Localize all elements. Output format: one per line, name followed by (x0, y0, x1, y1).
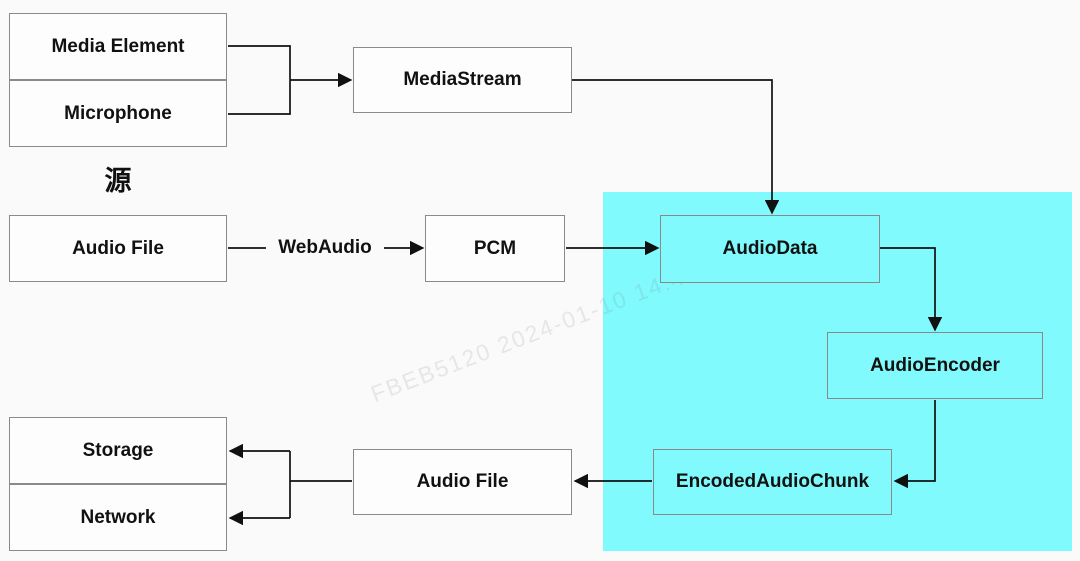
node-audiodata: AudioData (660, 215, 880, 283)
node-microphone: Microphone (9, 80, 227, 147)
node-network: Network (9, 484, 227, 551)
node-audioencoder: AudioEncoder (827, 332, 1043, 399)
node-media-element: Media Element (9, 13, 227, 80)
node-audio-file-source: Audio File (9, 215, 227, 282)
node-pcm: PCM (425, 215, 565, 282)
bracket-sources (228, 45, 291, 115)
edge-label-webaudio: WebAudio (278, 237, 372, 258)
label-source: 源 (104, 165, 132, 196)
node-storage: Storage (9, 417, 227, 484)
node-mediastream: MediaStream (353, 47, 572, 113)
arrow-mediastream-to-audiodata (572, 79, 780, 215)
node-audio-file-output: Audio File (353, 449, 572, 515)
arrow-audiodata-to-audioencoder (880, 247, 943, 332)
arrow-audioencoder-to-chunk (893, 400, 936, 489)
node-encoded-audio-chunk: EncodedAudioChunk (653, 449, 892, 515)
